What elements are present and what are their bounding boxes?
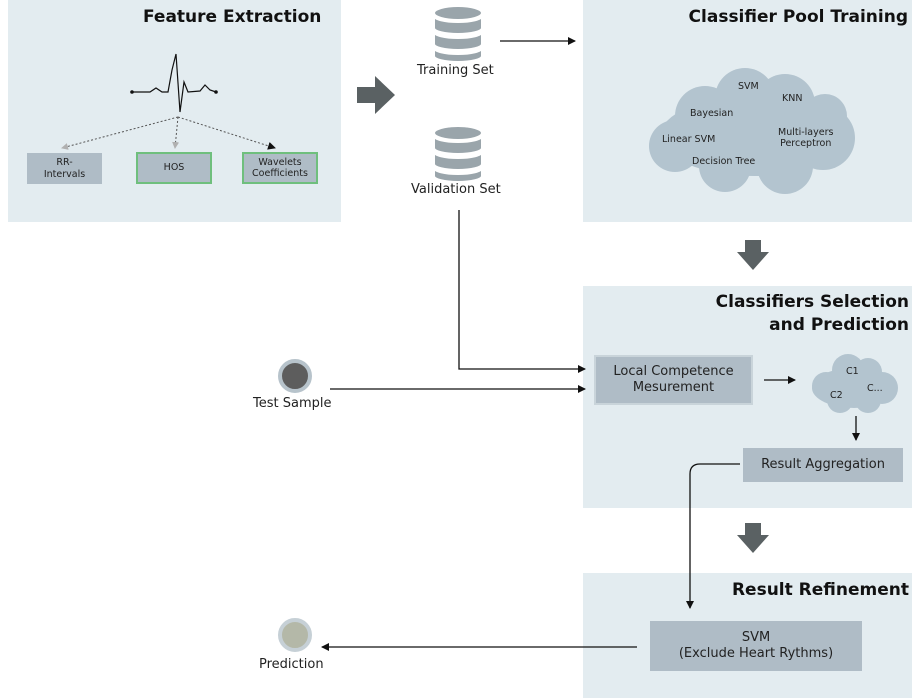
big-arrow-down-icon-2 (737, 523, 769, 553)
training-set-database-icon (433, 5, 483, 63)
classifier-bayesian: Bayesian (690, 108, 734, 119)
result-aggregation-box: Result Aggregation (743, 448, 903, 482)
selected-c2: C2 (830, 390, 843, 401)
classifier-svm: SVM (738, 81, 759, 92)
classifier-selection-title-1: Classifiers Selection (715, 292, 909, 312)
prediction-label: Prediction (259, 657, 324, 672)
classifier-knn: KNN (782, 93, 803, 104)
feature-extraction-title: Feature Extraction (143, 7, 322, 27)
big-arrow-right-icon (357, 76, 395, 114)
result-refinement-title: Result Refinement (731, 580, 909, 600)
selected-c-more: C... (867, 383, 883, 394)
svm-refinement-box: SVM (Exclude Heart Rythms) (650, 621, 862, 671)
big-arrow-down-icon-1 (737, 240, 769, 270)
classifier-decision-tree: Decision Tree (692, 156, 756, 167)
classifier-mlp: Multi-layers Perceptron (778, 127, 834, 149)
feature-wavelets: Wavelets Coefficients (242, 152, 318, 184)
classifier-selection-title-2: and Prediction (769, 315, 909, 335)
test-sample-circle (278, 359, 312, 393)
feature-rr-intervals: RR- Intervals (27, 153, 102, 184)
validation-set-database-icon (433, 125, 483, 183)
classifier-linear-svm: Linear SVM (662, 134, 716, 145)
feature-extraction-panel (8, 0, 341, 222)
prediction-circle (278, 618, 312, 652)
classifier-pool-title: Classifier Pool Training (688, 7, 908, 27)
classifier-pool-cloud (649, 68, 855, 194)
selected-classifiers-cloud (812, 354, 898, 413)
selected-c1: C1 (846, 366, 859, 377)
local-competence-box: Local Competence Mesurement (594, 355, 753, 405)
test-sample-label: Test Sample (253, 396, 332, 411)
validation-to-competence-arrow (458, 210, 586, 373)
validation-set-label: Validation Set (411, 182, 501, 197)
feature-hos: HOS (136, 152, 212, 184)
training-set-label: Training Set (417, 63, 494, 78)
